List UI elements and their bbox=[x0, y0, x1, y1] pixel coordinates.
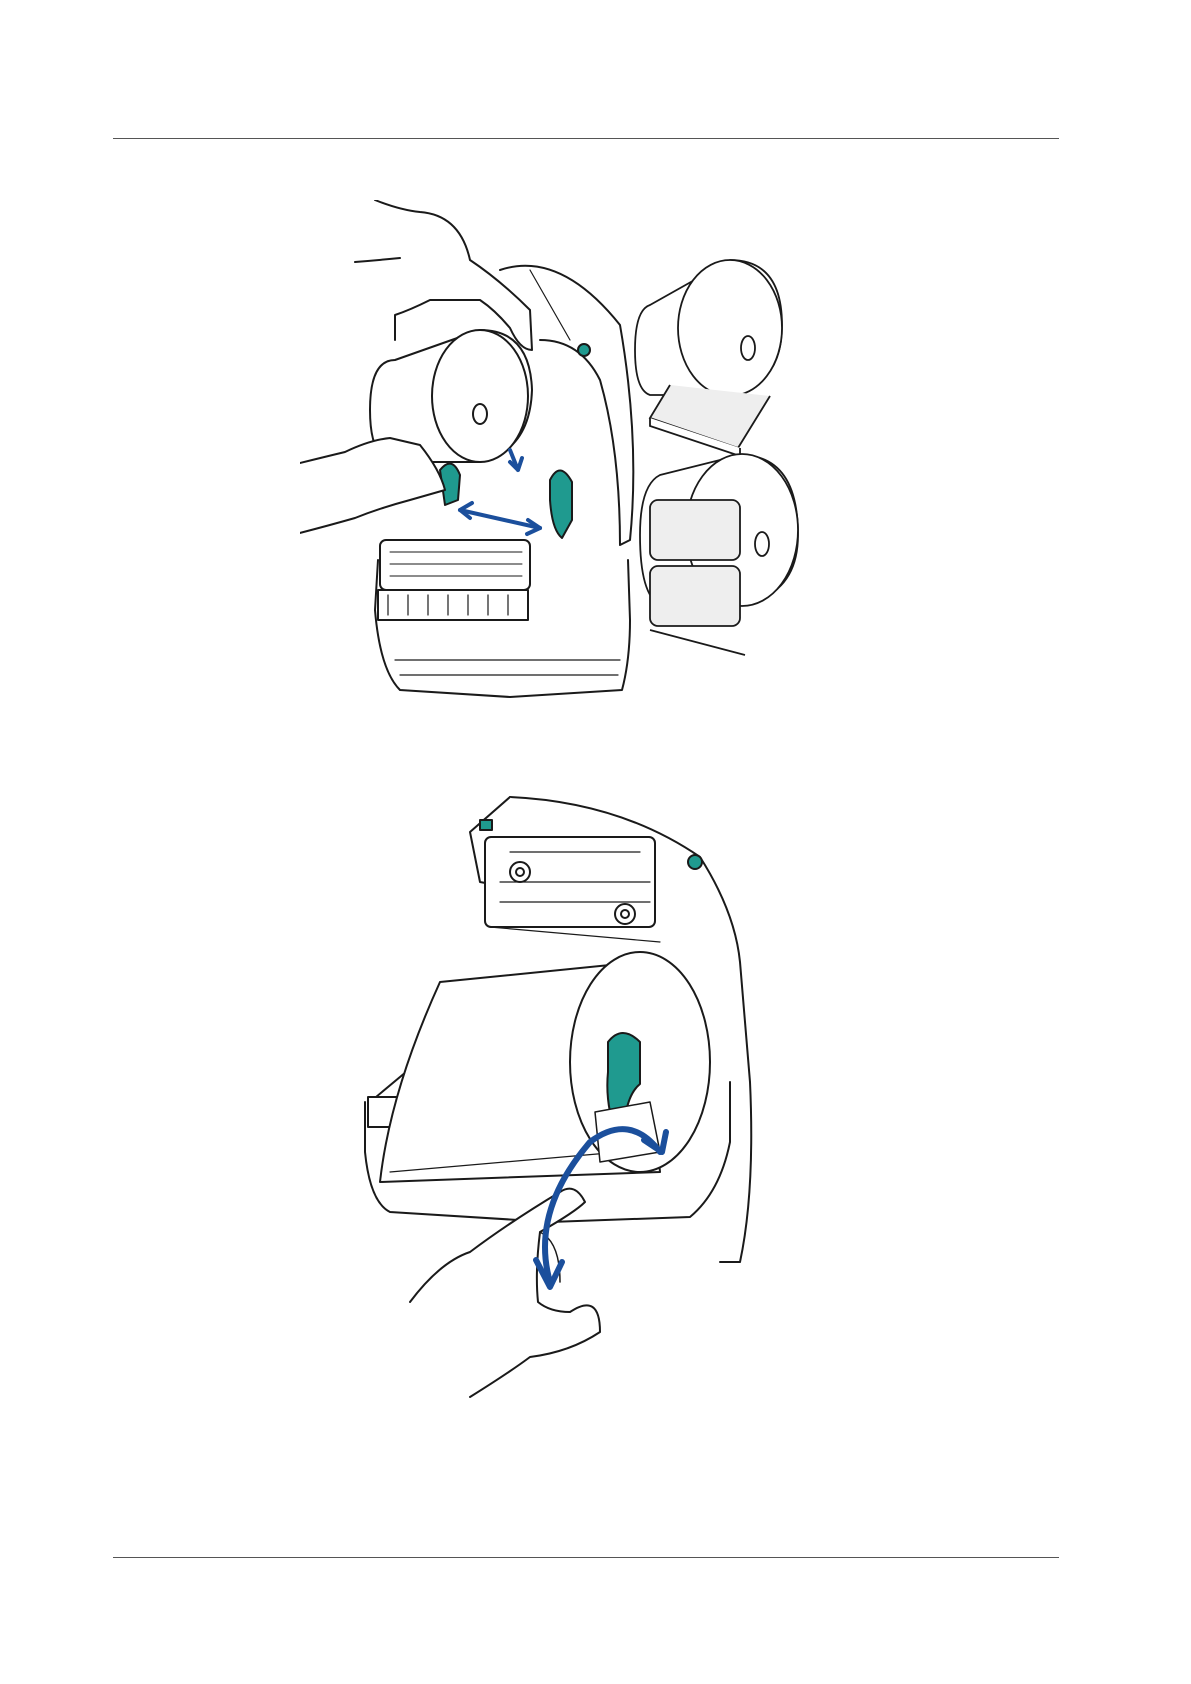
figure-close-media-holder bbox=[360, 792, 800, 1412]
lower-hand bbox=[300, 438, 445, 538]
header-rule bbox=[113, 138, 1059, 139]
cover-latch-icon bbox=[480, 820, 492, 830]
figure-load-media bbox=[300, 200, 900, 720]
media-holder-right-icon bbox=[550, 470, 572, 538]
label-roll bbox=[640, 454, 798, 655]
continuous-roll bbox=[635, 260, 782, 456]
figure-close-media-holder-drawing bbox=[360, 792, 800, 1412]
figure-load-media-drawing bbox=[300, 200, 900, 720]
platen-area bbox=[378, 540, 530, 620]
feed-button-icon bbox=[578, 344, 590, 356]
feed-button-icon bbox=[688, 855, 702, 869]
footer-rule bbox=[113, 1557, 1059, 1558]
